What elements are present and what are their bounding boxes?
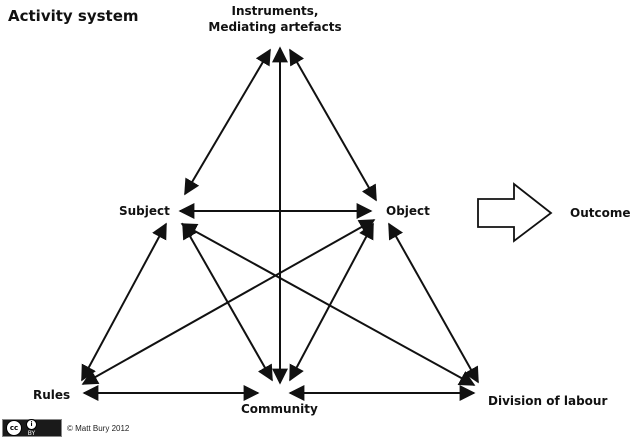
node-community: Community	[241, 402, 318, 416]
by-attribution: i BY	[26, 419, 37, 437]
edge-subject-rules	[81, 222, 167, 382]
edge-object-rules	[81, 219, 376, 385]
node-instruments-line2: Mediating artefacts	[208, 20, 342, 34]
node-outcome: Outcome	[570, 206, 631, 220]
node-rules: Rules	[33, 388, 71, 402]
edge-instruments-subject	[184, 48, 271, 196]
node-subject: Subject	[119, 204, 170, 218]
edge-object-division	[388, 222, 479, 384]
by-label: BY	[27, 430, 36, 437]
copyright-text: © Matt Bury 2012	[67, 423, 130, 433]
page-title: Activity system	[8, 7, 139, 25]
cc-icon: cc	[6, 420, 22, 436]
outcome-arrow	[477, 182, 553, 243]
person-icon: i	[26, 419, 37, 430]
license-footer: cc i BY © Matt Bury 2012	[2, 419, 129, 437]
node-instruments: Instruments, Mediating artefacts	[205, 3, 345, 35]
node-instruments-line1: Instruments,	[231, 4, 319, 18]
edge-instruments-object	[289, 48, 377, 202]
node-division-of-labour: Division of labour	[488, 394, 608, 408]
edge-object-community	[289, 222, 374, 382]
node-object: Object	[386, 204, 430, 218]
cc-license-badge: cc i BY	[2, 419, 62, 437]
